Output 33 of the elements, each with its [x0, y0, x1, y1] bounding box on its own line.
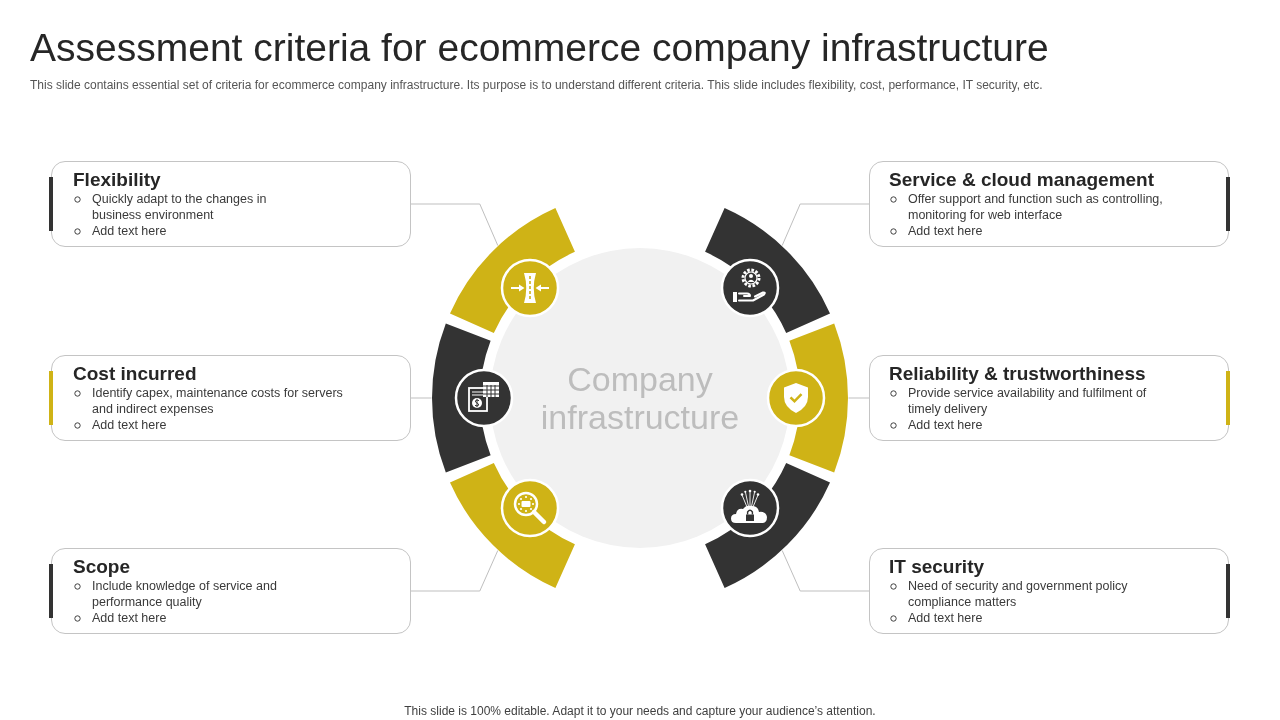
leader-line — [848, 397, 870, 399]
bullet-text: Add text here — [92, 417, 168, 433]
card-heading: Flexibility — [73, 168, 161, 191]
bullet-text: Add text here — [908, 223, 984, 239]
leader-line — [410, 203, 499, 246]
bullet-text: Include knowledge of service and performance quality — [92, 578, 278, 610]
bullet-text: Offer support and function such as controlling, monitoring for web interface — [908, 191, 1164, 223]
bullet-text: Add text here — [92, 223, 168, 239]
bullet-text: Quickly adapt to the changes in business environment — [92, 191, 268, 223]
bullet-text: Need of security and government policy compliance matters — [908, 578, 1129, 610]
leader-line — [781, 550, 870, 592]
card-heading: Service & cloud management — [889, 168, 1155, 191]
slide-title: Assessment criteria for ecommerce company infrastructure — [30, 25, 1049, 71]
criterion-card — [869, 161, 1229, 247]
card-heading: Cost incurred — [73, 362, 197, 385]
criterion-card — [51, 161, 411, 247]
criterion-card — [51, 355, 411, 441]
card-heading: Reliability & trustworthiness — [889, 362, 1146, 385]
leader-line — [410, 397, 432, 399]
leader-line — [410, 550, 499, 592]
bullet-text: Add text here — [92, 610, 168, 626]
criterion-card — [869, 548, 1229, 634]
criterion-card — [869, 355, 1229, 441]
criterion-card — [51, 548, 411, 634]
card-heading: Scope — [73, 555, 131, 578]
bullet-text: Provide service availability and fulfilment of timely delivery — [908, 385, 1148, 417]
bullet-text: Add text here — [908, 610, 984, 626]
leader-line — [781, 203, 870, 246]
bullet-text: Identify capex, maintenance costs for servers and indirect expenses — [92, 385, 344, 417]
bullet-text: Add text here — [908, 417, 984, 433]
card-heading: IT security — [889, 555, 985, 578]
subtitle-text: This slide contains essential set of criteria for ecommerce company infrastructure. Its purpose is to understand different criteria. This slide includes flexibility, cost, performance, IT security, etc. — [30, 78, 1043, 92]
footer-note: This slide is 100% editable. Adapt it to your needs and capture your audience’s attention. — [404, 704, 876, 718]
